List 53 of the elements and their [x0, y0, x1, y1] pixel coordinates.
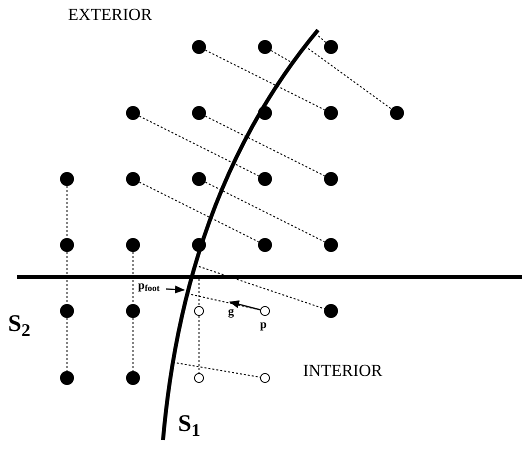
filled-point	[258, 172, 272, 186]
open-point	[194, 306, 204, 316]
dotted-line	[204, 50, 326, 110]
filled-point	[192, 238, 206, 252]
filled-point	[258, 40, 272, 54]
boundary-label: S$_{2}$	[8, 312, 30, 336]
dotted-line	[138, 182, 260, 242]
filled-point	[60, 304, 74, 318]
filled-point	[192, 106, 206, 120]
dotted-line	[204, 116, 326, 176]
dotted-line	[198, 316, 200, 374]
dotted-line	[198, 278, 200, 306]
edge-label: g	[228, 305, 234, 317]
dotted-line	[138, 116, 260, 176]
filled-point	[126, 304, 140, 318]
dotted-line	[304, 46, 392, 110]
dotted-line	[314, 32, 326, 43]
filled-point	[324, 238, 338, 252]
open-point	[260, 373, 270, 383]
filled-point	[258, 106, 272, 120]
dotted-line	[194, 264, 325, 310]
dotted-line	[132, 318, 134, 372]
filled-point	[390, 106, 404, 120]
dotted-line	[66, 252, 68, 304]
dotted-line	[172, 362, 261, 378]
filled-point	[324, 304, 338, 318]
dotted-line	[66, 318, 68, 372]
filled-point	[126, 106, 140, 120]
filled-point	[126, 172, 140, 186]
filled-point	[60, 371, 74, 385]
region-label: EXTERIOR	[68, 6, 152, 23]
filled-point	[192, 40, 206, 54]
boundary-label: S$_{1}$	[178, 412, 200, 436]
filled-point	[192, 172, 206, 186]
open-point	[194, 373, 204, 383]
filled-point	[126, 238, 140, 252]
open-point	[260, 306, 270, 316]
arrow	[229, 300, 260, 310]
filled-point	[324, 40, 338, 54]
point-label: p$_{foot}$	[138, 279, 160, 291]
filled-point	[126, 371, 140, 385]
point-label: p	[260, 318, 267, 330]
filled-point	[324, 106, 338, 120]
filled-point	[324, 172, 338, 186]
filled-point	[60, 172, 74, 186]
region-label: INTERIOR	[303, 362, 382, 379]
dotted-line	[270, 50, 293, 64]
filled-point	[60, 238, 74, 252]
dotted-line	[204, 182, 326, 242]
dotted-line	[132, 252, 134, 304]
arrow	[166, 286, 185, 294]
filled-point	[258, 238, 272, 252]
dotted-line	[66, 186, 68, 238]
